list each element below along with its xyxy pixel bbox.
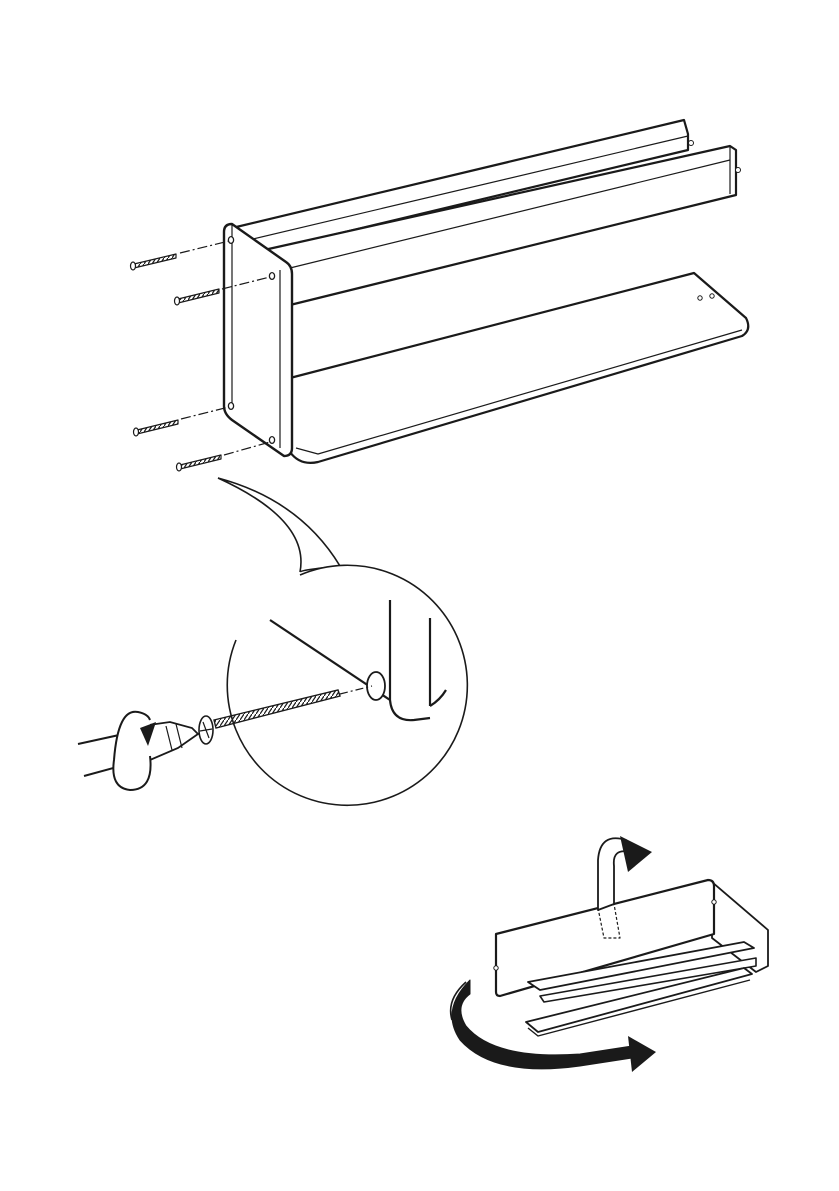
rotation-arrow-icon [113, 712, 150, 790]
shelf-assembly-figure [131, 120, 749, 471]
side-panel [224, 224, 292, 456]
screw-3 [134, 407, 230, 436]
screw-1 [131, 241, 230, 270]
detail-callout [78, 478, 467, 805]
screw-4 [177, 442, 271, 471]
bottom-shelf [290, 273, 748, 463]
flipped-shelf [494, 880, 768, 1036]
callout-pointer [218, 478, 340, 572]
flip-figure [451, 836, 768, 1072]
screwdriver-icon [78, 712, 198, 790]
callout-circle [236, 565, 467, 805]
